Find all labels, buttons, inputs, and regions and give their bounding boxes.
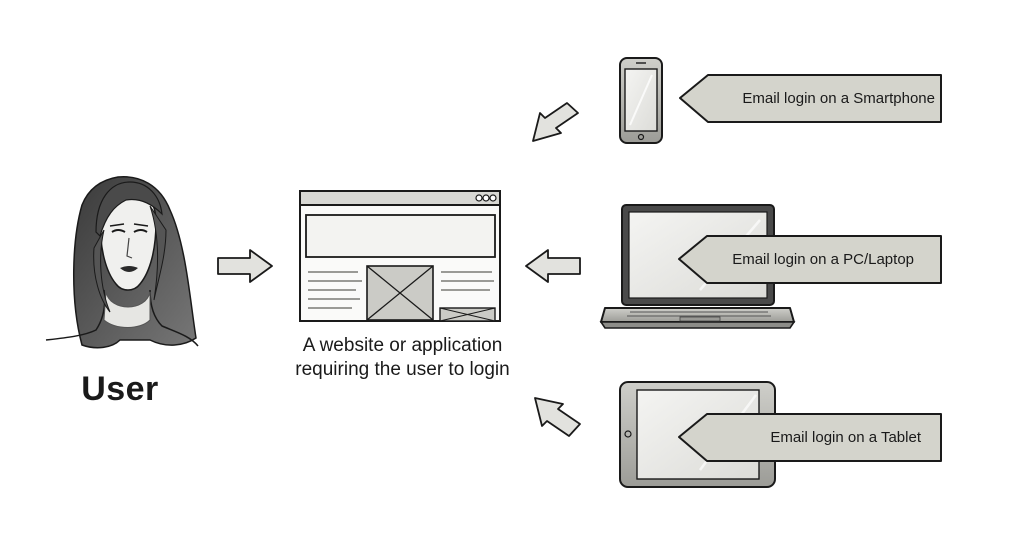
banner-smartphone xyxy=(679,74,942,123)
laptop-login-label: Email login on a PC/Laptop xyxy=(732,251,914,268)
website-caption-line-2: requiring the user to login xyxy=(295,359,510,380)
arrow-smartphone-to-website xyxy=(532,102,579,142)
arrow-user-to-website xyxy=(217,249,273,283)
banner-tablet xyxy=(678,413,942,462)
user-label: User xyxy=(81,370,159,408)
smartphone-icon xyxy=(619,57,663,144)
user-portrait-icon xyxy=(45,176,199,349)
smartphone-login-label: Email login on a Smartphone xyxy=(742,90,935,107)
arrow-tablet-to-website xyxy=(534,397,581,437)
website-caption: A website or application requiring the u… xyxy=(270,334,535,382)
website-caption-line-1: A website or application xyxy=(302,335,503,356)
arrow-laptop-to-website xyxy=(525,249,581,283)
tablet-login-label: Email login on a Tablet xyxy=(770,429,921,446)
banner-laptop xyxy=(678,235,942,284)
website-wireframe-icon xyxy=(299,190,501,322)
